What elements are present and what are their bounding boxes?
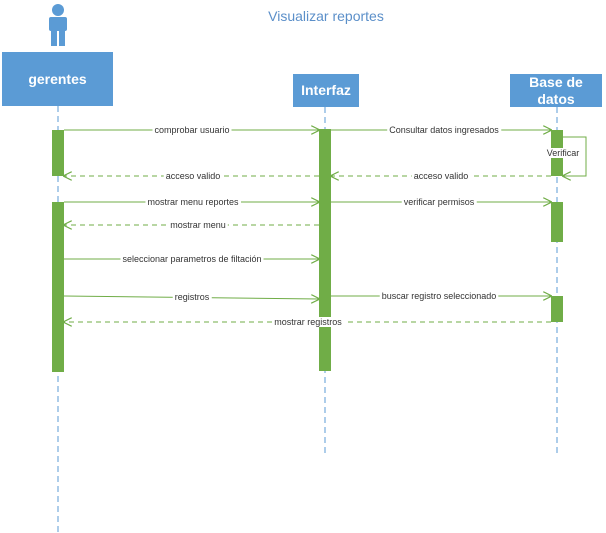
label-background [172, 292, 212, 302]
label-background [168, 220, 228, 230]
label-registros: registros [175, 292, 210, 302]
label-buscar-registro: buscar registro seleccionado [382, 291, 497, 301]
label-background [544, 148, 582, 158]
label-background [401, 197, 477, 207]
msg-verificar-self [563, 136, 587, 176]
activation-gerentes-2 [52, 202, 64, 372]
lane-gerentes-label: gerentes [28, 70, 87, 87]
label-mostrar-menu: mostrar menu [170, 220, 226, 230]
label-background [120, 254, 264, 264]
activation-gerentes-1 [52, 130, 64, 176]
label-verificar-permisos: verificar permisos [404, 197, 475, 207]
msg-labels: comprobar usuario Consultar datos ingres… [120, 125, 582, 327]
lane-interfaz-label: Interfaz [301, 82, 351, 98]
diagram-title: Visualizar reportes [268, 8, 384, 24]
label-background [411, 171, 471, 181]
actor-icon [49, 4, 67, 46]
label-verificar: Verificar [547, 148, 580, 158]
activation-base-2 [551, 202, 563, 242]
label-background [272, 317, 345, 327]
lane-base-de-datos: Base de datos [510, 74, 602, 107]
label-background [152, 125, 232, 135]
lane-base-label: Base de datos [529, 73, 583, 107]
lane-gerentes: gerentes [2, 52, 113, 106]
label-background [379, 291, 499, 301]
label-background [145, 197, 242, 207]
label-acceso-valido-2: acceso valido [414, 171, 469, 181]
label-background [387, 125, 502, 135]
activation-base-3 [551, 296, 563, 322]
lane-interfaz: Interfaz [293, 74, 359, 107]
activation-interfaz [319, 129, 331, 371]
label-consultar-datos: Consultar datos ingresados [389, 125, 499, 135]
label-acceso-valido-1: acceso valido [166, 171, 221, 181]
label-seleccionar-parametros: seleccionar parametros de filtación [122, 254, 261, 264]
label-background [163, 171, 223, 181]
label-mostrar-menu-reportes: mostrar menu reportes [147, 197, 239, 207]
label-mostrar-registros: mostrar registros [274, 317, 342, 327]
label-comprobar-usuario: comprobar usuario [154, 125, 229, 135]
